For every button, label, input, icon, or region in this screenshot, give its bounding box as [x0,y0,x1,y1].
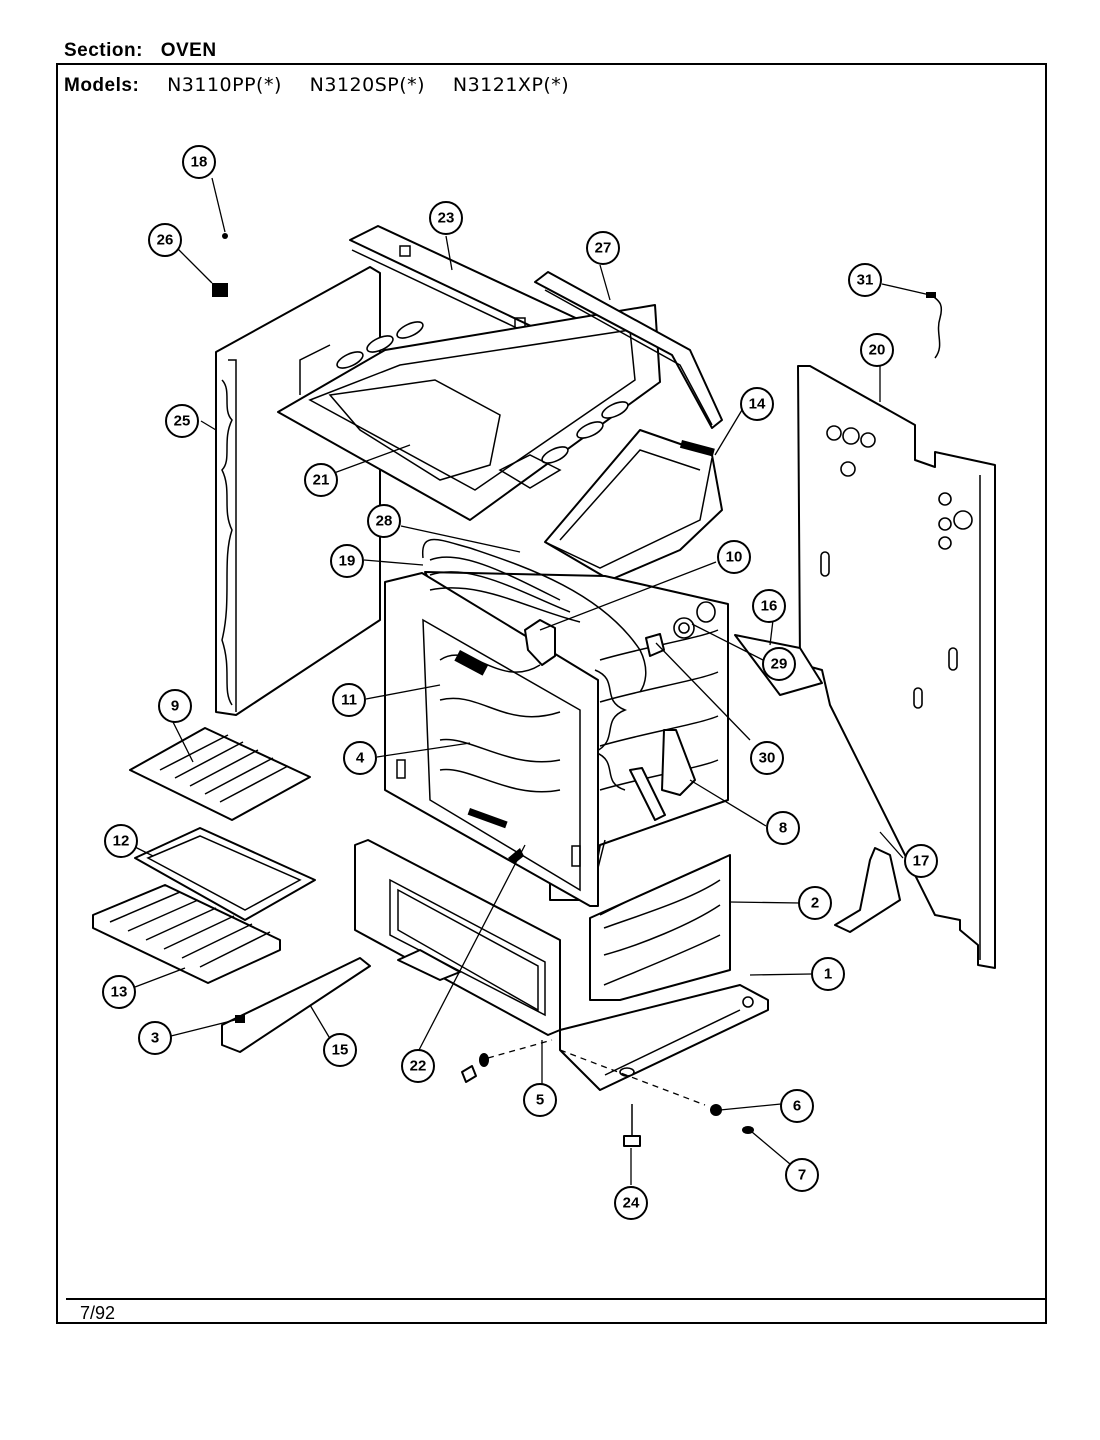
front-panel [354,839,561,1036]
svg-text:2: 2 [811,895,819,912]
leader-lines [126,177,931,1185]
svg-text:9: 9 [171,698,179,715]
svg-text:1: 1 [824,966,832,983]
callout-3: 3 [138,1021,172,1055]
models-label: Models: [64,75,140,96]
callout-12: 12 [104,824,138,858]
callout-5: 5 [523,1083,557,1117]
svg-text:5: 5 [536,1092,544,1109]
callout-6: 6 [780,1089,814,1123]
callout-13: 13 [102,975,136,1009]
model-number: N3120SP(*) [309,74,426,96]
wire-loop [422,538,647,693]
callout-2: 2 [798,886,832,920]
callout-15: 15 [323,1033,357,1067]
callout-8: 8 [766,811,800,845]
top-oven-panel [277,304,661,521]
leveling-bracket [834,847,901,933]
screw [222,233,228,239]
callout-7: 7 [785,1158,819,1192]
callout-28: 28 [367,504,401,538]
valve-assembly [524,617,695,666]
svg-text:26: 26 [157,232,174,249]
callout-23: 23 [429,201,463,235]
svg-text:27: 27 [595,240,612,257]
footer-divider [66,1298,1046,1300]
svg-text:19: 19 [339,553,356,570]
svg-text:14: 14 [749,396,766,413]
svg-text:28: 28 [376,513,393,530]
thermostat-bracket [629,729,696,821]
svg-text:30: 30 [759,750,776,767]
model-number: N3121XP(*) [452,74,570,96]
callout-11: 11 [332,683,366,717]
svg-text:20: 20 [869,342,886,359]
model-number: N3110PP(*) [167,74,282,96]
callout-1: 1 [811,957,845,991]
door-bumper [212,283,228,297]
callout-16: 16 [752,589,786,623]
svg-text:4: 4 [356,750,365,767]
callout-31: 31 [848,263,882,297]
callout-10: 10 [717,540,751,574]
rear-baffle [534,271,723,429]
svg-text:23: 23 [438,210,455,227]
section-label: Section: [64,40,143,61]
callout-22: 22 [401,1049,435,1083]
section-value: OVEN [160,40,217,61]
svg-text:21: 21 [313,472,330,489]
callout-25: 25 [165,404,199,438]
callout-19: 19 [330,544,364,578]
rack-slide [221,957,371,1053]
svg-text:24: 24 [623,1195,640,1212]
svg-text:25: 25 [174,413,191,430]
power-cord [926,292,942,359]
svg-text:13: 13 [111,984,128,1001]
svg-text:16: 16 [761,598,778,615]
svg-text:31: 31 [857,272,874,289]
callout-9: 9 [158,689,192,723]
callout-24: 24 [614,1186,648,1220]
left-side-panel [215,266,381,716]
svg-text:22: 22 [410,1058,427,1075]
section-title: Section: OVEN [64,40,217,62]
callout-18: 18 [182,145,216,179]
rear-panel [797,365,996,969]
svg-text:8: 8 [779,820,787,837]
broiler-pan-insert [129,727,311,821]
svg-text:18: 18 [191,154,208,171]
svg-text:12: 12 [113,833,130,850]
callout-20: 20 [860,333,894,367]
svg-text:3: 3 [151,1030,159,1047]
callout-21: 21 [304,463,338,497]
callout-26: 26 [148,223,182,257]
side-heat-shield [589,854,731,1001]
svg-text:29: 29 [771,656,788,673]
callout-30: 30 [750,741,784,775]
svg-text:15: 15 [332,1042,349,1059]
svg-text:7: 7 [798,1167,806,1184]
svg-text:17: 17 [913,853,930,870]
broiler-pan [134,827,316,921]
svg-text:6: 6 [793,1098,801,1115]
diagram-frame [56,63,1047,1324]
flue-duct [544,429,723,581]
callout-14: 14 [740,387,774,421]
callout-17: 17 [904,844,938,878]
callout-29: 29 [762,647,796,681]
callout-27: 27 [586,231,620,265]
svg-text:10: 10 [726,549,743,566]
oven-rack [92,884,281,984]
models-line: Models: N3110PP(*) N3120SP(*) N3121XP(*) [64,74,591,97]
svg-text:11: 11 [341,692,357,709]
fasteners [461,848,754,1147]
callout-4: 4 [343,741,377,775]
revision-date: 7/92 [80,1303,116,1323]
